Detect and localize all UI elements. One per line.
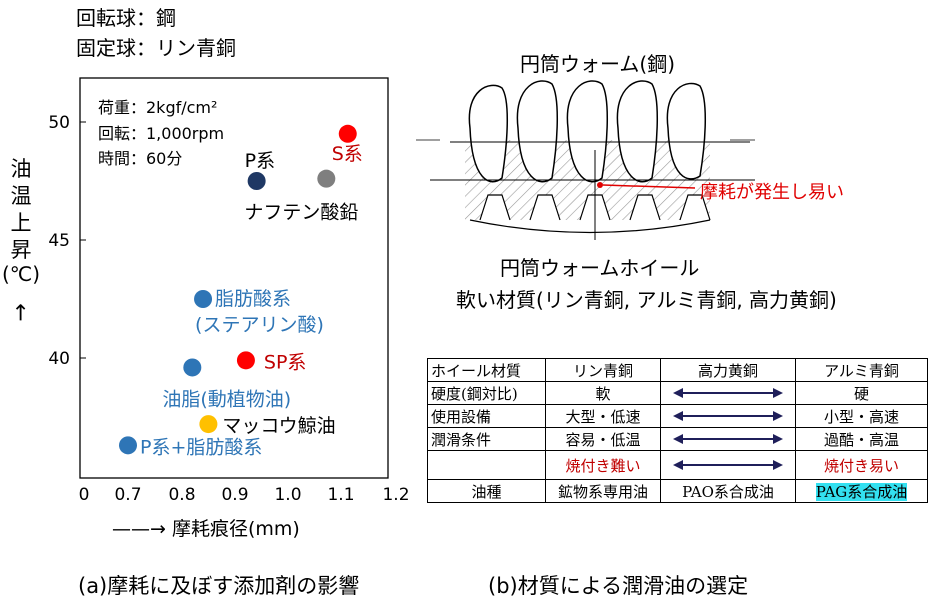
scatter-point <box>247 172 266 190</box>
oil-row-label: 油種 <box>427 479 546 503</box>
table-row: 潤滑条件 容易・低温 過酷・高温 <box>427 427 928 451</box>
x-axis-arrow: ——→ <box>112 518 166 540</box>
cell-right: 硬 <box>795 381 928 405</box>
point-label: P系 <box>245 150 275 172</box>
header-aluminum-bronze: アルミ青銅 <box>795 358 928 382</box>
scatter-point <box>119 436 137 455</box>
oil-pag-text: PAG系合成油 <box>815 482 908 501</box>
point-label: 脂肪酸系 <box>215 288 291 310</box>
scatter-point <box>183 358 202 377</box>
y-tick-label: 50 <box>48 113 70 133</box>
scatter-point <box>194 290 213 308</box>
oil-mineral: 鉱物系専用油 <box>545 479 661 503</box>
header-wheel-material: ホイール材質 <box>427 358 546 382</box>
x-tick-label: 0.8 <box>168 485 195 505</box>
worm-threads <box>468 80 706 183</box>
y-tick-label: 40 <box>48 349 70 369</box>
wear-pointer-line <box>602 184 696 189</box>
worm-title: 円筒ウォーム(鋼) <box>520 52 676 76</box>
worm-wheel-label: 円筒ウォームホイール <box>500 256 700 280</box>
cell-left: 容易・低温 <box>545 427 661 451</box>
x-axis-label: ——→ 摩耗痕径(mm) <box>112 514 300 541</box>
cell-right: 小型・高速 <box>795 404 928 428</box>
wear-point-marker <box>597 182 603 188</box>
oil-pao: PAO系合成油 <box>660 479 796 503</box>
table-row: 焼付き難い 焼付き易い <box>427 450 928 480</box>
x-tick-label: 1.1 <box>327 485 354 505</box>
row-label: 硬度(鋼対比) <box>427 381 546 405</box>
y-axis-unit: (℃) <box>2 262 41 286</box>
caption-b: (b)材質による潤滑油の選定 <box>488 574 749 598</box>
header-high-strength-brass: 高力黄銅 <box>660 358 796 382</box>
condition-fixed-ball: 固定球：リン青銅 <box>76 36 236 60</box>
table-header-row: ホイール材質 リン青銅 高力黄銅 アルミ青銅 <box>427 358 928 382</box>
point-label: マッコウ鯨油 <box>222 415 335 437</box>
cell-left: 大型・低速 <box>545 404 661 428</box>
table-oil-row: 油種 鉱物系専用油 PAO系合成油 PAG系合成油 <box>427 479 928 503</box>
x-tick-label: 0.9 <box>221 485 248 505</box>
row-label: 使用設備 <box>427 404 546 428</box>
point-label: ナフテン酸鉛 <box>244 202 358 224</box>
x-tick-label: 1.0 <box>274 485 301 505</box>
x-axis-title: 摩耗痕径(mm) <box>171 518 300 540</box>
condition-rotating-ball: 回転球：鋼 <box>76 6 176 30</box>
point-label: P系+脂肪酸系 <box>140 436 262 458</box>
double-arrow-icon <box>660 381 796 405</box>
wheel-material-label: 軟い材質(リン青銅, アルミ青銅, 高力黄銅) <box>456 288 837 312</box>
scatter-point <box>236 351 255 370</box>
table-row: 使用設備 大型・低速 小型・高速 <box>427 404 928 428</box>
x-tick-label: 1.2 <box>382 485 409 505</box>
cell-right: 過酷・高温 <box>795 427 928 451</box>
test-speed-note: 回転：1,000rpm <box>98 124 225 143</box>
x-tick-label: 0.7 <box>114 485 141 505</box>
row-label <box>427 450 546 480</box>
cell-right: 焼付き易い <box>795 450 928 480</box>
oil-pag: PAG系合成油 <box>795 479 928 503</box>
test-load-note: 荷重：2kgf/cm² <box>98 98 218 117</box>
scatter-point <box>338 124 357 143</box>
scatter-point <box>317 169 336 188</box>
point-label: (ステアリン酸) <box>195 314 324 336</box>
cell-left: 焼付き難い <box>545 450 661 480</box>
wear-label: 摩耗が発生し易い <box>700 182 844 203</box>
caption-a: (a)摩耗に及ぼす添加剤の影響 <box>78 574 360 598</box>
row-label: 潤滑条件 <box>427 427 546 451</box>
material-selection-table: ホイール材質 リン青銅 高力黄銅 アルミ青銅 硬度(鋼対比) 軟 硬 使用設備 … <box>427 358 928 503</box>
plot-frame <box>79 77 389 479</box>
y-tick-label: 45 <box>48 231 70 251</box>
worm-wheel-teeth <box>479 194 711 221</box>
scatter-point <box>199 415 218 434</box>
point-label: S系 <box>332 143 363 165</box>
double-arrow-icon <box>660 427 796 451</box>
double-arrow-icon <box>660 404 796 428</box>
test-time-note: 時間：60分 <box>98 149 183 168</box>
header-phosphor-bronze: リン青銅 <box>545 358 661 382</box>
table-row: 硬度(鋼対比) 軟 硬 <box>427 381 928 405</box>
worm-gear-diagram <box>416 80 755 240</box>
double-arrow-icon <box>660 450 796 480</box>
point-label: 油脂(動植物油) <box>162 388 291 410</box>
y-axis-label: 油 温 上 昇 <box>10 157 32 262</box>
x-tick-label: 0 <box>79 485 90 505</box>
cell-left: 軟 <box>545 381 661 405</box>
point-label: SP系 <box>264 351 307 373</box>
